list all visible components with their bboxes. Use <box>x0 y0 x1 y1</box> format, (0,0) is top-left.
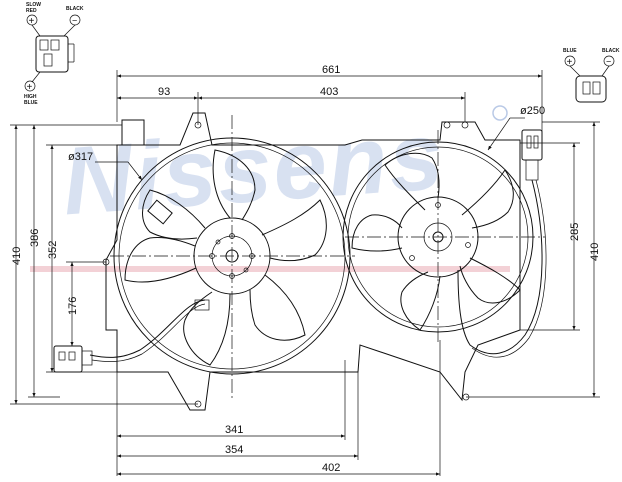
wire-right <box>457 179 543 355</box>
label-black-right: BLACK <box>602 48 620 54</box>
dim-height-386: 386 <box>29 229 41 247</box>
label-blue: BLUE <box>24 100 38 106</box>
dim-right-410: 410 <box>589 243 601 261</box>
label-blue-right: BLUE <box>563 48 577 54</box>
shroud-outline <box>105 112 521 411</box>
right-fan <box>342 130 545 345</box>
connector-right: BLUE BLACK + − <box>563 48 620 103</box>
connector-left: + − SLOW RED BLACK + HIGH BLUE <box>24 2 84 106</box>
dim-height-left: 410 <box>11 247 23 265</box>
svg-text:−: − <box>606 57 611 67</box>
dim-height-176: 176 <box>67 297 79 315</box>
dim-bottom-354: 354 <box>225 444 243 456</box>
wire-left <box>89 299 206 358</box>
dim-bottom-341: 341 <box>225 424 243 436</box>
svg-text:+: + <box>27 82 33 93</box>
watermark-stripe <box>30 266 510 272</box>
label-high: HIGH <box>24 94 37 100</box>
label-black-left: BLACK <box>66 6 84 12</box>
label-slow-red: SLOW <box>26 2 41 8</box>
svg-text:+: + <box>567 57 573 68</box>
label-slow-red-2: RED <box>26 8 37 14</box>
dim-left-fan-dia: ø317 <box>68 151 93 163</box>
dim-right-285: 285 <box>569 223 581 241</box>
shroud-tab <box>121 119 145 146</box>
plus-icon-high <box>24 80 36 92</box>
plug-left <box>53 345 83 373</box>
dim-overall-width: 661 <box>322 64 340 76</box>
registered-mark-icon <box>492 105 508 121</box>
plug-right <box>521 129 543 161</box>
dim-bottom-402: 402 <box>322 462 340 474</box>
dim-height-352: 352 <box>47 241 59 259</box>
svg-text:+: + <box>29 16 35 27</box>
dim-mount-spacing: 403 <box>320 86 338 98</box>
dim-right-fan-dia: ø250 <box>520 105 545 117</box>
watermark-text: Nissens <box>59 102 448 235</box>
svg-text:−: − <box>72 16 77 26</box>
dim-left-offset: 93 <box>158 86 170 98</box>
